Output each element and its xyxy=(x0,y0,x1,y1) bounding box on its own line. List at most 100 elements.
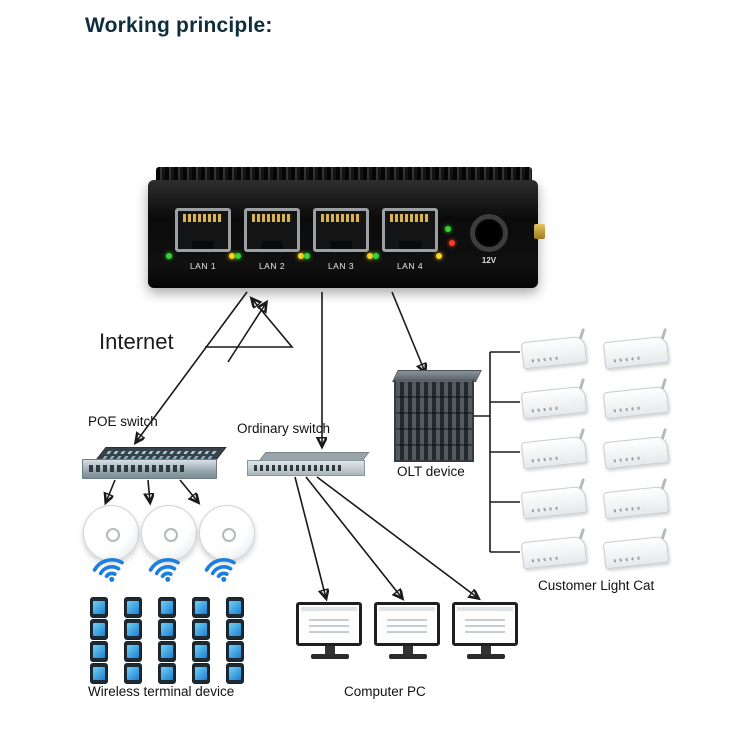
link-led-green xyxy=(235,253,241,259)
router xyxy=(520,478,592,520)
rj45-port-icon xyxy=(382,208,438,252)
port-label: LAN 4 xyxy=(396,261,424,271)
lan-port-1: LAN 1 xyxy=(166,208,235,271)
access-point-row xyxy=(83,505,255,561)
switch-front-ports xyxy=(247,460,365,476)
rj45-port-icon xyxy=(175,208,231,252)
internet-uplink-line-2 xyxy=(227,303,266,363)
customer-light-cat-label: Customer Light Cat xyxy=(538,578,655,593)
router-body xyxy=(520,485,588,520)
router-body xyxy=(602,485,670,520)
computer-monitor xyxy=(296,602,364,659)
monitor-screen xyxy=(296,602,362,646)
router xyxy=(520,328,592,370)
phone-screen xyxy=(195,623,207,636)
port-label: LAN 2 xyxy=(258,261,286,271)
phone-screen xyxy=(195,601,207,614)
phone-screen xyxy=(161,645,173,658)
link-led-green xyxy=(166,253,172,259)
smartphone xyxy=(226,597,244,618)
smartphone xyxy=(124,619,142,640)
phone-screen xyxy=(127,645,139,658)
phone-screen xyxy=(127,667,139,680)
rj45-port-icon xyxy=(244,208,300,252)
phone-screen xyxy=(161,667,173,680)
rj45-port-icon xyxy=(313,208,369,252)
router xyxy=(602,428,674,470)
switch-to-pc-line-1 xyxy=(294,476,326,598)
phone-screen xyxy=(127,623,139,636)
phone-screen xyxy=(229,623,241,636)
router-body xyxy=(520,535,588,570)
page-title: Working principle: xyxy=(85,14,273,37)
poe-switch xyxy=(82,447,227,479)
router-body xyxy=(602,435,670,470)
olt-to-routers-trunk xyxy=(468,351,520,553)
wireless-access-point xyxy=(199,505,255,561)
router-body xyxy=(602,385,670,420)
ordinary-switch xyxy=(247,452,370,476)
computer-monitor xyxy=(452,602,520,659)
smartphone xyxy=(124,597,142,618)
router xyxy=(602,528,674,570)
phone-screen xyxy=(93,645,105,658)
phone-screen xyxy=(161,601,173,614)
wireless-terminal-label: Wireless terminal device xyxy=(88,684,235,699)
smartphone xyxy=(192,597,210,618)
internet-label: Internet xyxy=(99,329,174,354)
smartphone xyxy=(192,641,210,662)
wireless-access-point xyxy=(83,505,139,561)
poe-to-ap-line-3 xyxy=(179,479,198,502)
phone-screen xyxy=(93,601,105,614)
olt-device xyxy=(392,370,482,462)
smartphone xyxy=(90,597,108,618)
internet-uplink-line-1 xyxy=(205,299,294,348)
smartphone xyxy=(158,597,176,618)
wifi-icon xyxy=(148,558,180,582)
computer-row xyxy=(296,602,520,659)
switch-to-pc-line-3 xyxy=(316,476,478,598)
ordinary-switch-label: Ordinary switch xyxy=(237,421,331,436)
poe-switch-label: POE switch xyxy=(88,414,158,429)
router xyxy=(602,478,674,520)
monitor-screen xyxy=(374,602,440,646)
monitor-base xyxy=(467,654,505,659)
computer-pc-label: Computer PC xyxy=(344,684,426,699)
phone-screen xyxy=(229,645,241,658)
lan-port-3: LAN 3 xyxy=(304,208,373,271)
wifi-icon-row xyxy=(92,554,238,584)
smartphone xyxy=(90,619,108,640)
link-led-green xyxy=(304,253,310,259)
lan-appliance: LAN 1 LAN 2 LAN 3 LAN 4 12V xyxy=(148,180,545,288)
phone-screen xyxy=(229,667,241,680)
monitor-stand xyxy=(481,646,491,654)
status-led-red xyxy=(449,240,455,246)
smartphone xyxy=(192,663,210,684)
port-label: LAN 3 xyxy=(327,261,355,271)
smartphone xyxy=(192,619,210,640)
router xyxy=(520,428,592,470)
smartphone xyxy=(124,641,142,662)
olt-chassis xyxy=(394,379,474,462)
phone-screen xyxy=(195,667,207,680)
router-body xyxy=(520,435,588,470)
poe-to-ap-line-1 xyxy=(106,479,116,502)
phone-screen xyxy=(93,623,105,636)
router xyxy=(520,378,592,420)
status-led-green xyxy=(445,226,451,232)
smartphone xyxy=(226,619,244,640)
smartphone xyxy=(158,641,176,662)
lan-port-2: LAN 2 xyxy=(235,208,304,271)
smartphone xyxy=(158,619,176,640)
heatsink-fins xyxy=(156,167,532,183)
router-body xyxy=(602,535,670,570)
poe-to-ap-line-2 xyxy=(148,479,150,502)
computer-monitor xyxy=(374,602,442,659)
phone-screen xyxy=(127,601,139,614)
olt-device-label: OLT device xyxy=(397,464,465,479)
router xyxy=(602,378,674,420)
smartphone xyxy=(90,663,108,684)
wireless-access-point xyxy=(141,505,197,561)
phone-screen xyxy=(161,623,173,636)
